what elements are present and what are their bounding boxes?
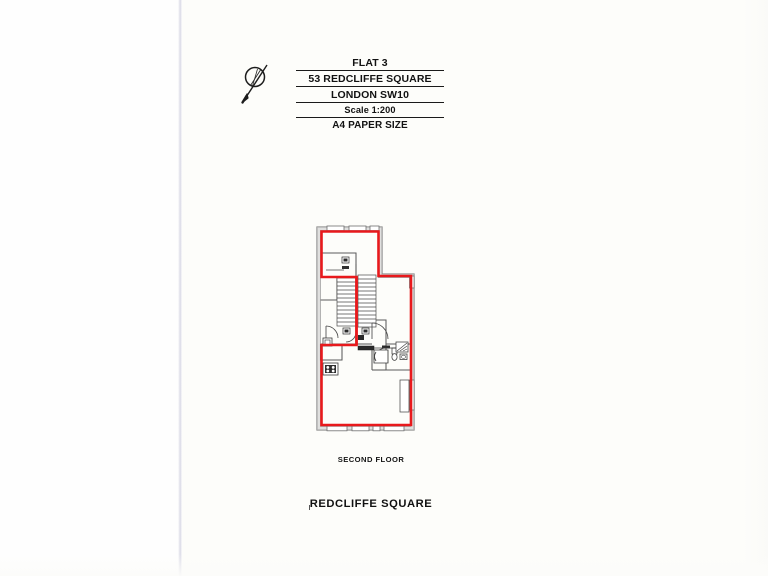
- north-arrow-icon: [236, 61, 278, 109]
- bath-tub: [373, 345, 390, 364]
- windows-top-wall: [326, 225, 380, 231]
- title-block: FLAT 3 53 REDCLIFFE SQUARE LONDON SW10 S…: [296, 57, 444, 135]
- windows-bottom-wall: [326, 425, 405, 432]
- floor-plan-drawing: [296, 220, 442, 452]
- page-right-shadow: [742, 0, 768, 576]
- title-city: LONDON SW10: [296, 90, 444, 104]
- radiator: [357, 345, 396, 351]
- title-scale: Scale 1:200: [296, 105, 444, 118]
- page-left-margin: [0, 0, 178, 576]
- kitchen-hob: [322, 362, 339, 376]
- street-label-tick: [309, 505, 310, 510]
- title-flat: FLAT 3: [296, 57, 444, 72]
- built-in-wardrobe: [399, 379, 410, 413]
- staircase-lower: [357, 274, 377, 328]
- title-paper-size: A4 PAPER SIZE: [332, 119, 408, 131]
- page-bottom-shadow: [0, 554, 768, 576]
- book-gutter-fold-line: [178, 0, 182, 576]
- street-label: REDCLIFFE SQUARE: [309, 498, 433, 510]
- title-address: 53 REDCLIFFE SQUARE: [296, 73, 444, 88]
- stair-newel-posts: [326, 256, 370, 340]
- airing-cupboard: [395, 341, 409, 353]
- staircase-upper: [336, 277, 357, 327]
- floor-label: SECOND FLOOR: [337, 455, 405, 464]
- wash-basin: [399, 353, 408, 360]
- flat-demise-highlight: [320, 230, 413, 427]
